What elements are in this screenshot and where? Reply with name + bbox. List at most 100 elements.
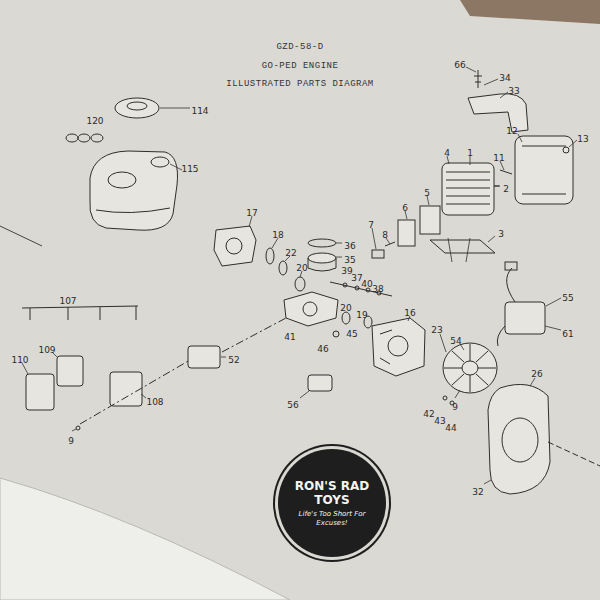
callout-text: 2 [503,184,509,194]
logo-badge: RON'S RAD TOYSLife's Too Short For Excus… [278,449,386,557]
leader-line [440,334,446,352]
callout-number: 56 [287,393,298,412]
part-drawing [90,151,178,230]
callout-number: 109 [38,338,55,357]
callout-number: 41 [284,325,295,344]
callout-text: 40 [361,279,372,289]
callout-text: 17 [246,208,257,218]
badge-text-block: RON'S RAD TOYSLife's Too Short For Excus… [290,479,374,528]
callout-text: 36 [344,241,355,251]
callout-text: 43 [434,416,445,426]
part-drawing [515,136,573,204]
callout-text: 107 [59,296,76,306]
heading-text: ILLUSTRATED PARTS DIAGRAM [226,79,374,89]
callout-number: 18 [272,223,283,242]
callout-text: 38 [372,284,383,294]
callout-number: 6 [402,196,408,215]
callout-number: 13 [577,127,588,146]
callout-number: 66 [454,53,465,72]
callout-text: 108 [146,397,163,407]
part-drawing [78,134,90,142]
part-drawing [355,286,359,290]
callout-text: 34 [499,73,510,83]
leader-line [455,390,460,398]
part-drawing [522,146,566,194]
part-drawing [96,208,170,213]
part-drawing [295,277,305,291]
part-drawing [462,361,478,375]
part-drawing [308,239,336,247]
leader-line [500,92,508,98]
part-drawing [127,102,147,110]
callout-number: 3 [498,222,504,241]
part-drawing [502,418,538,462]
leader-line [170,164,182,170]
callout-text: 42 [423,409,434,419]
leader-line [72,429,76,431]
part-drawing [446,172,490,204]
part-drawing [505,262,517,270]
part-drawing [497,326,505,346]
part-drawing [448,238,470,262]
part-drawing [308,253,336,263]
part-drawing [22,70,600,494]
callout-text: 1 [467,148,473,158]
callout-number: 2 [503,177,509,196]
part-drawing [388,336,408,356]
callout-number: 20 [340,296,351,315]
leader-line [546,298,561,306]
callout-number: 4 [444,141,450,160]
callout-text: 11 [493,153,504,163]
callout-number: 45 [346,322,357,341]
callout-number: 110 [11,348,28,367]
part-drawing [366,288,370,292]
callout-text: 33 [508,86,519,96]
title-block: GZD-58-D [276,34,323,53]
badge-title: RON'S RAD TOYS [290,479,374,507]
callout-number: 20 [296,256,307,275]
callout-text: 6 [402,203,408,213]
callout-number: 114 [191,99,208,118]
callout-number: 19 [356,303,367,322]
leader-line [466,67,476,72]
part-drawing [303,302,317,316]
leader-line [569,140,577,147]
heading-line: ILLUSTRATED PARTS DIAGRAM [226,71,374,90]
callout-text: 45 [346,329,357,339]
part-drawing [372,250,384,258]
part-drawing [226,238,242,254]
leader-line [300,391,309,398]
heading-text: GO-PED ENGINE [262,61,339,71]
callout-number: 5 [424,181,430,200]
callout-number: 52 [228,348,239,367]
part-drawing [188,346,220,368]
callout-text: 18 [272,230,283,240]
callout-number: 8 [382,223,388,242]
callout-text: 5 [424,188,430,198]
callout-text: 12 [506,126,517,136]
callout-number: 17 [246,201,257,220]
callout-text: 120 [86,116,103,126]
paper-background [460,0,600,24]
callout-number: 16 [404,301,415,320]
callout-text: 39 [341,266,352,276]
callout-number: 11 [493,146,504,165]
callout-text: 37 [351,273,362,283]
part-drawing [330,282,392,296]
callout-number: 55 [562,286,573,305]
part-drawing [443,343,497,393]
paper-background [0,478,290,600]
part-drawing [342,312,350,324]
leader-line [488,236,495,242]
callout-number: 39 [341,259,352,278]
paper-background [0,226,42,246]
part-drawing [308,375,332,391]
callout-number: 35 [344,248,355,267]
callout-number: 7 [368,213,374,232]
part-drawing [76,426,80,430]
callout-text: 110 [11,355,28,365]
callout-text: 52 [228,355,239,365]
callout-text: 19 [356,310,367,320]
callout-number: 23 [431,318,442,337]
